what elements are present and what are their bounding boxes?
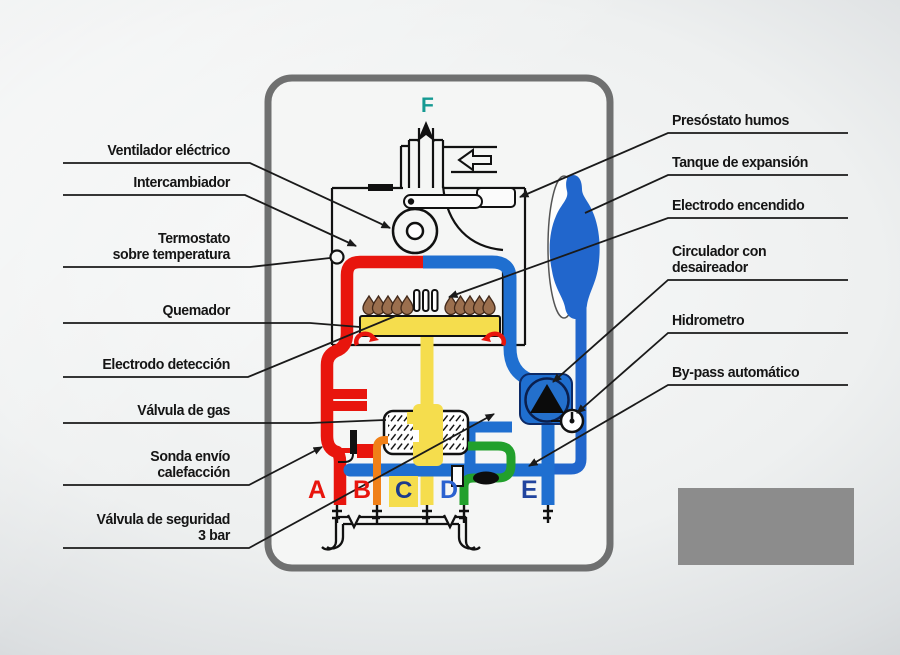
leader-ventilador (63, 162, 391, 229)
leader-sonda-envio (63, 446, 323, 486)
heating-return-pipe (423, 255, 533, 387)
air-pressure-switch-icon (403, 187, 516, 209)
connection-letter-a: A (308, 476, 327, 504)
leader-valvula-gas (63, 419, 387, 424)
filter-icon (451, 465, 464, 487)
flue-arrow-icon (417, 121, 435, 142)
mounting-bracket-icon (321, 514, 481, 551)
label-electrodo-deteccion: Electrodo detección (102, 356, 230, 373)
bypass-pipe (451, 441, 516, 505)
leader-quemador (63, 322, 361, 328)
expansion-tank-icon (547, 175, 600, 319)
dhw-pipe (373, 436, 389, 505)
leader-presostato (519, 132, 848, 198)
burner-icon (354, 289, 506, 347)
leader-circulador (552, 279, 848, 383)
leader-tanque (584, 174, 848, 214)
bypass-valve-icon (473, 471, 499, 485)
label-electrodo-encendido: Electrodo encendido (672, 197, 805, 214)
connection-letter-b: B (353, 476, 372, 504)
leader-lines (63, 132, 848, 549)
flow-sensor-icon (350, 430, 357, 454)
label-termostato-sobre-temperatura: Termostato sobre temperatura (112, 230, 231, 263)
safety-valve-icon (324, 389, 376, 463)
leader-valvula-seguridad (63, 413, 495, 549)
label-valvula-de-gas: Válvula de gas (137, 402, 230, 419)
label-ventilador-electrico: Ventilador eléctrico (107, 142, 230, 159)
flame-icons (362, 294, 496, 316)
electrode-icon (413, 289, 439, 312)
flue-letter-f: F (421, 94, 434, 117)
air-intake-arrow-icon (457, 148, 492, 172)
label-quemador: Quemador (162, 302, 230, 319)
pump-icon (519, 373, 573, 425)
label-tanque-de-expansion: Tanque de expansión (672, 154, 808, 171)
connection-letter-d: D (440, 476, 459, 504)
leader-hidrometro (576, 332, 848, 414)
label-sonda-envio-calefaccion: Sonda envío calefacción (150, 448, 230, 481)
overheat-thermostat-icon (329, 249, 345, 265)
connection-letter-e: E (521, 476, 538, 504)
recirculation-arrow-icons (354, 331, 506, 347)
label-bypass-automatico: By-pass automático (672, 364, 800, 381)
fan-icon (391, 207, 439, 255)
label-presostato-humos: Presóstato humos (672, 112, 790, 129)
label-circulador-con-desaireador: Circulador con desaireador (672, 243, 767, 276)
leader-electrodo-deteccion (63, 314, 399, 378)
gas-valve-icon (382, 404, 470, 466)
label-hidrometro: Hidrometro (672, 312, 745, 329)
connection-letter-c: C (389, 476, 419, 507)
leader-termostato (63, 257, 331, 268)
leader-bypass (528, 384, 848, 467)
pressure-gauge-icon (551, 408, 585, 434)
flue-duct (368, 121, 504, 252)
label-valvula-de-seguridad: Válvula de seguridad 3 bar (96, 511, 230, 544)
leader-electrodo-encendido (448, 217, 848, 298)
leader-intercambiador (63, 194, 357, 247)
watermark-box (678, 488, 854, 565)
label-intercambiador: Intercambiador (133, 174, 230, 191)
